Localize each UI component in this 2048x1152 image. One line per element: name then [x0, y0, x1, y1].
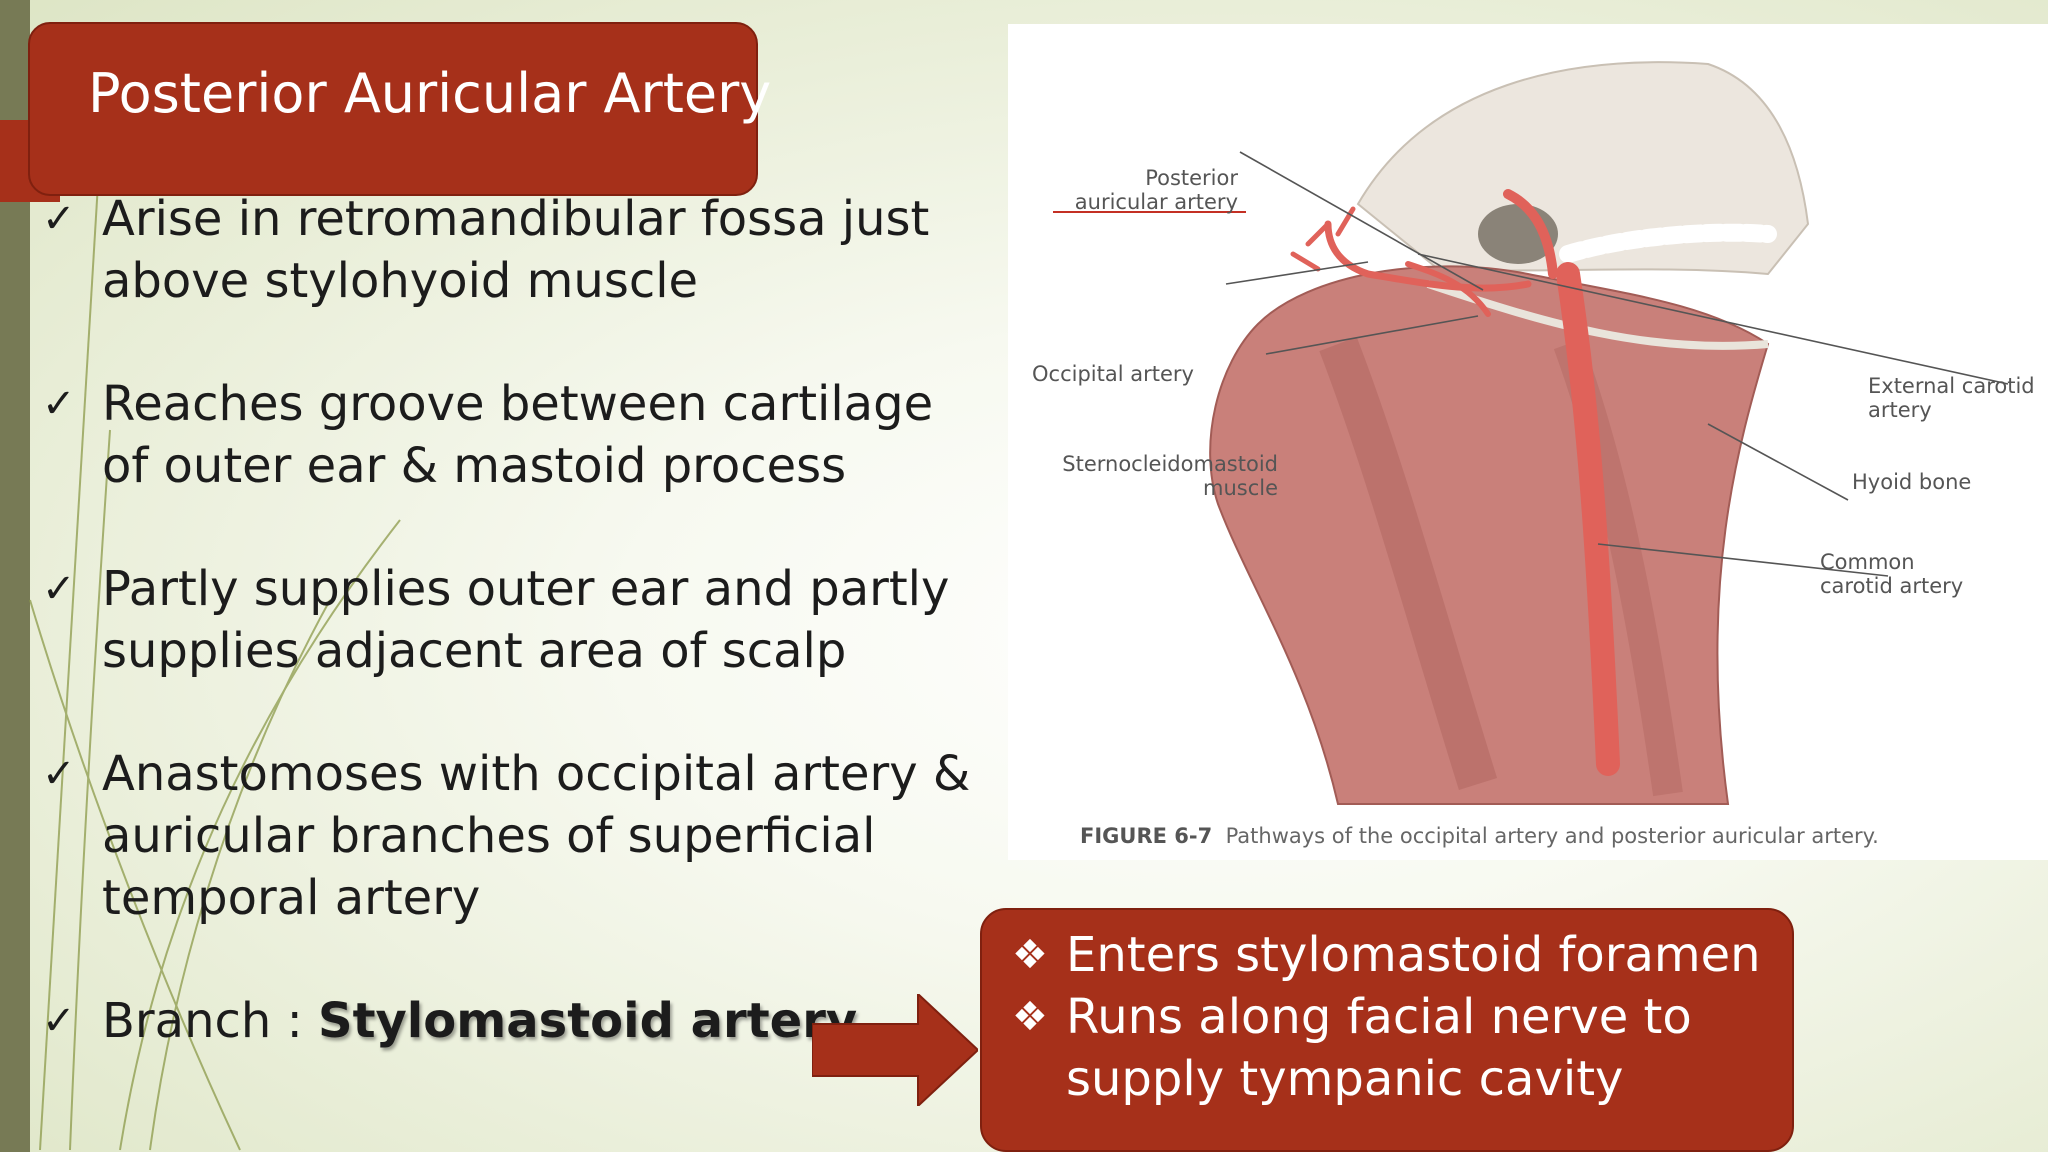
right-arrow-icon — [812, 994, 978, 1106]
bullet-text: Reaches groove between cartilage of oute… — [102, 376, 934, 494]
bullet-text: Anastomoses with occipital artery & auri… — [102, 746, 971, 926]
bullet-item: ✓ Reaches groove between cartilage of ou… — [40, 373, 980, 497]
label-external-carotid: External carotid artery — [1868, 374, 2035, 422]
diamond-bullet-icon: ❖ — [1012, 994, 1048, 1040]
bullet-item: ✓ Anastomoses with occipital artery & au… — [40, 743, 980, 929]
neck-illustration — [1053, 61, 2009, 805]
diamond-bullet-icon: ❖ — [1012, 932, 1048, 978]
bullet-text: Arise in retromandibular fossa just abov… — [102, 191, 930, 309]
check-icon: ✓ — [42, 196, 76, 242]
figure-caption-label: FIGURE 6-7 — [1080, 824, 1213, 848]
check-icon: ✓ — [42, 751, 76, 797]
label-occipital: Occipital artery — [1032, 362, 1194, 386]
bullet-text: Partly supplies outer ear and partly sup… — [102, 561, 950, 679]
bullet-item: ✓ Arise in retromandibular fossa just ab… — [40, 188, 980, 312]
check-icon: ✓ — [42, 998, 76, 1044]
callout-item: ❖ Enters stylomastoid foramen — [1012, 924, 1792, 986]
bullet-item: ✓ Partly supplies outer ear and partly s… — [40, 558, 980, 682]
callout-box: ❖ Enters stylomastoid foramen ❖ Runs alo… — [980, 908, 1794, 1152]
anatomy-figure: Posterior auricular artery Occipital art… — [1008, 24, 2048, 860]
bullet-emphasis: Stylomastoid artery — [318, 993, 858, 1049]
label-posterior-auricular: Posterior auricular artery — [1074, 166, 1238, 214]
bullet-text: Branch : — [102, 993, 318, 1049]
check-icon: ✓ — [42, 566, 76, 612]
bullet-item: ✓ Branch : Stylomastoid artery — [40, 990, 980, 1052]
callout-text: Runs along facial nerve to supply tympan… — [1066, 989, 1692, 1107]
bullet-list: ✓ Arise in retromandibular fossa just ab… — [40, 188, 980, 1052]
slide-title: Posterior Auricular Artery — [28, 22, 771, 196]
callout-item: ❖ Runs along facial nerve to supply tymp… — [1012, 986, 1792, 1110]
label-common-carotid: Common carotid artery — [1820, 550, 1964, 598]
figure-caption: FIGURE 6-7 Pathways of the occipital art… — [1080, 824, 1879, 848]
label-sternocleidomastoid: Sternocleidomastoid muscle — [1062, 452, 1278, 500]
label-hyoid: Hyoid bone — [1852, 470, 1972, 494]
callout-text: Enters stylomastoid foramen — [1066, 927, 1761, 983]
check-icon: ✓ — [42, 381, 76, 427]
figure-caption-text: Pathways of the occipital artery and pos… — [1225, 824, 1879, 848]
